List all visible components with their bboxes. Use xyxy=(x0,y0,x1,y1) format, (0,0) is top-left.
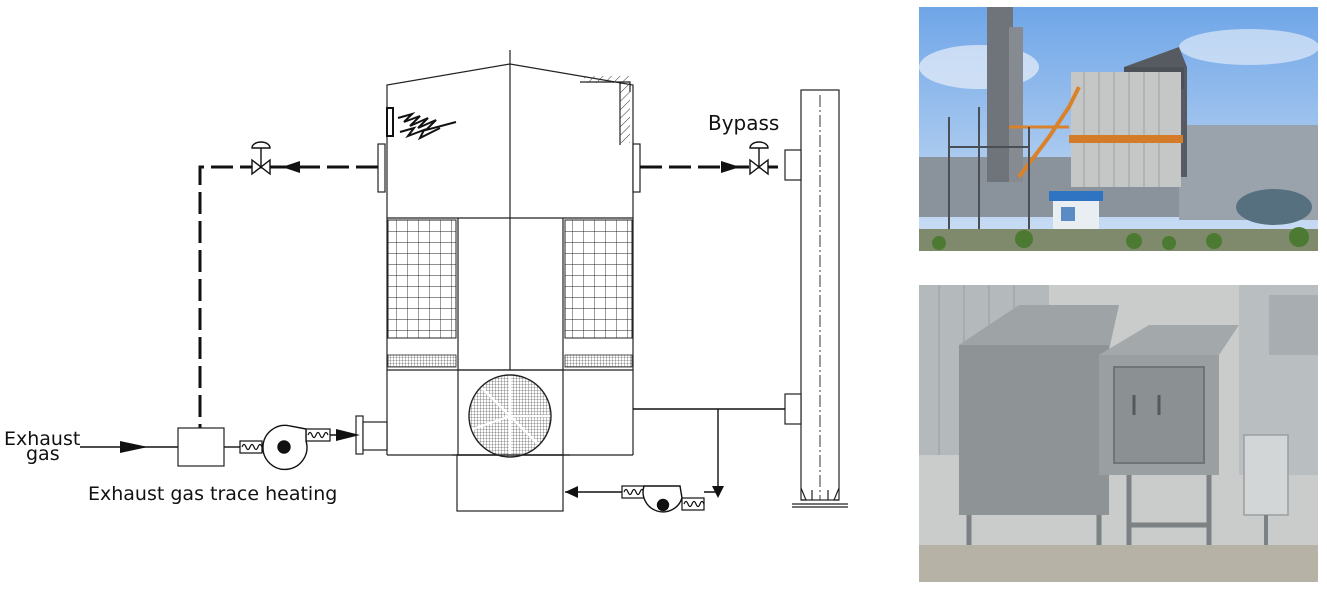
flow-arrows xyxy=(120,161,740,498)
rotary-valve-rim xyxy=(468,374,552,458)
main-fan-icon xyxy=(262,424,308,471)
chimney-stack xyxy=(792,89,848,508)
valve-bypass-icon xyxy=(749,141,769,176)
rto-equipment-closeup-photo xyxy=(919,285,1318,582)
burner-icon xyxy=(386,107,457,141)
insulation-hatch-top xyxy=(584,76,630,83)
valve-recirculation-icon xyxy=(251,141,271,176)
secondary-fan-icon xyxy=(642,485,683,513)
flex-joints xyxy=(239,428,705,511)
trace-heater-box xyxy=(177,427,225,467)
label-exhaust-line2: gas xyxy=(26,443,60,465)
process-flow-diagram: Exhaust gas Bypass Exhaust gas trace hea… xyxy=(4,50,848,513)
label-trace-heating: Exhaust gas trace heating xyxy=(88,483,337,505)
rotary-valve-disc xyxy=(469,375,551,457)
insulation-hatch-side xyxy=(620,83,630,143)
installed-rto-plant-photo xyxy=(919,7,1318,251)
recirculation-line xyxy=(198,165,378,428)
label-bypass: Bypass xyxy=(708,111,779,135)
ceramic-bed-right xyxy=(564,219,633,339)
support-layer-right xyxy=(564,354,633,368)
ceramic-bed-left xyxy=(387,219,457,339)
support-layer-left xyxy=(387,354,457,368)
label-exhaust-line1: Exhaust xyxy=(4,428,80,450)
stack-flanges xyxy=(784,149,802,425)
vessel-base xyxy=(452,454,570,512)
